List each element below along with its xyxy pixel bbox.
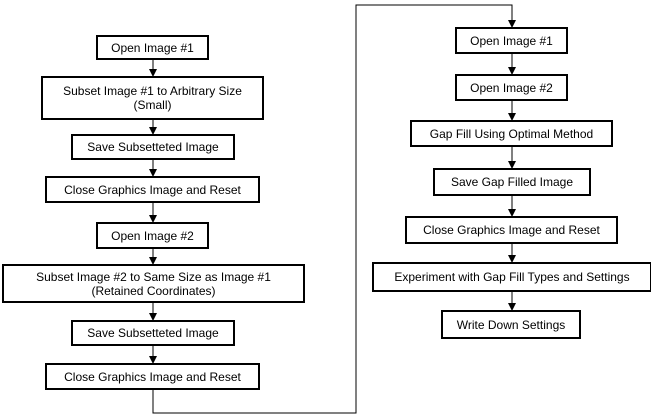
step-open-image-2-b: Open Image #2 <box>455 74 568 101</box>
step-subset-image-2: Subset Image #2 to Same Size as Image #1… <box>2 264 305 303</box>
step-save-gap-filled: Save Gap Filled Image <box>433 168 591 196</box>
column-connector <box>152 4 516 414</box>
step-close-reset-3: Close Graphics Image and Reset <box>405 216 618 244</box>
step-save-subset-2: Save Subsetteted Image <box>71 320 235 346</box>
step-open-image-1: Open Image #1 <box>96 35 209 60</box>
step-write-settings: Write Down Settings <box>441 310 581 339</box>
step-experiment-gap-fill: Experiment with Gap Fill Types and Setti… <box>372 262 651 292</box>
step-open-image-2: Open Image #2 <box>96 222 209 249</box>
step-open-image-1-b: Open Image #1 <box>455 27 568 54</box>
step-gap-fill: Gap Fill Using Optimal Method <box>410 120 613 147</box>
step-close-reset-2: Close Graphics Image and Reset <box>45 363 260 390</box>
step-close-reset-1: Close Graphics Image and Reset <box>45 176 260 203</box>
step-save-subset-1: Save Subsetteted Image <box>71 134 235 160</box>
step-subset-image-1: Subset Image #1 to Arbitrary Size (Small… <box>41 76 264 120</box>
